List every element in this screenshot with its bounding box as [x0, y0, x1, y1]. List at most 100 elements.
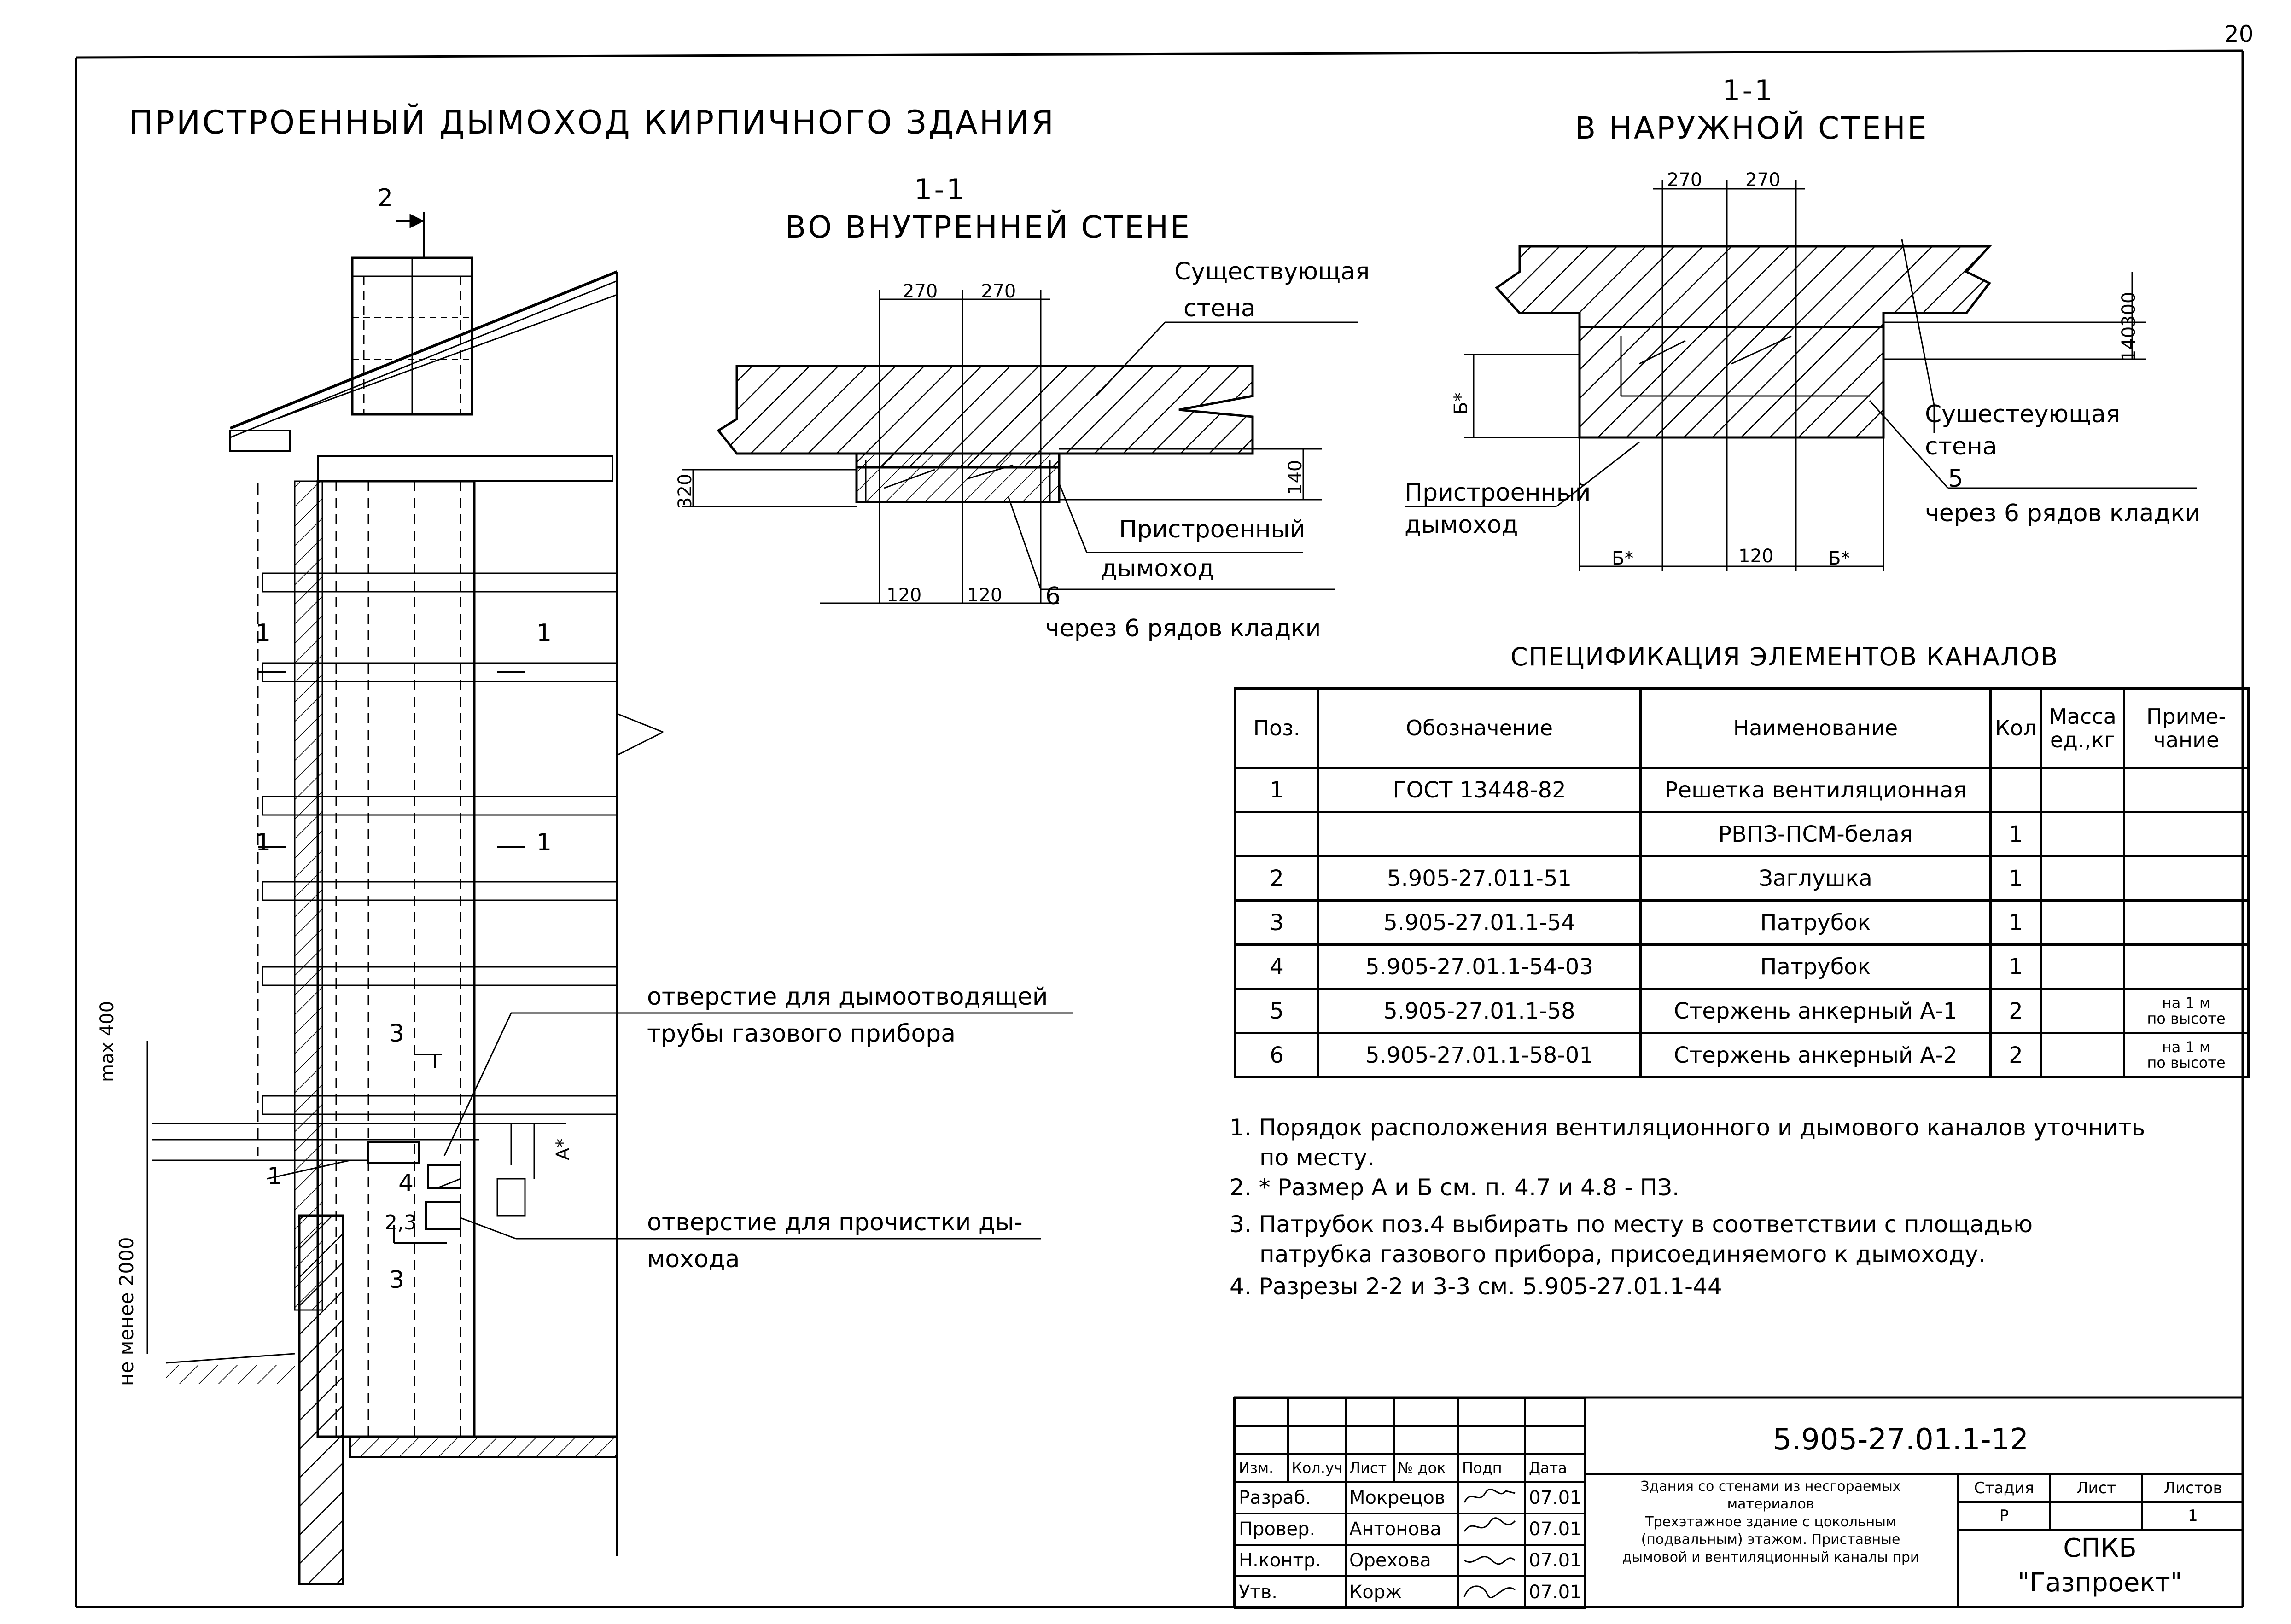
outer-dim-b-left: Б* — [1612, 548, 1634, 569]
spec-cell-name: Решетка вентиляционная — [1639, 767, 1992, 813]
tb-signature — [1457, 1575, 1526, 1609]
spec-cell-pos: 4 — [1234, 943, 1319, 990]
inner-section-number: 1-1 — [914, 173, 967, 206]
tb-sheet-label: Лист — [2049, 1473, 2143, 1503]
tb-date: 07.01 — [1524, 1481, 1586, 1514]
note-1-cont: по месту. — [1259, 1144, 1375, 1171]
desc-line-4: (подвальным) этажом. Приставные — [1641, 1531, 1900, 1548]
spec-cell-note-line2: по высоте — [2147, 1009, 2226, 1027]
spec-cell-note-line1: на 1 м — [2162, 1038, 2211, 1056]
spec-cell-mass — [2040, 899, 2125, 946]
signature-icon — [1463, 1489, 1516, 1503]
spec-cell-designation: 5.905-27.011-51 — [1317, 855, 1642, 902]
spec-cell-name: Заглушка — [1639, 855, 1992, 902]
spec-cell-mass — [2040, 767, 2125, 813]
inner-section-title: ВО ВНУТРЕННЕЙ СТЕНЕ — [785, 210, 1191, 245]
tb-signature — [1457, 1544, 1526, 1577]
spec-cell-qty: 1 — [1989, 943, 2042, 990]
tb-date: 07.01 — [1524, 1513, 1586, 1546]
tb-stage-value: Р — [1957, 1501, 2051, 1531]
spec-cell-qty: 2 — [1989, 988, 2042, 1034]
spec-cell-qty — [1989, 767, 2042, 813]
spec-header-pos: Поз. — [1234, 687, 1319, 769]
spec-cell-note-line2: по высоте — [2147, 1054, 2226, 1071]
tb-name: Корж — [1345, 1575, 1459, 1609]
tb-header-izm: Изм. — [1234, 1453, 1289, 1483]
title-block-frame — [1233, 1396, 2243, 1607]
tb-person-row: Провер. Антонова 07.01 — [1234, 1513, 1586, 1546]
elevation-dim-min2000: не менее 2000 — [115, 1237, 138, 1386]
tb-name: Антонова — [1345, 1513, 1459, 1546]
spec-cell-mass — [2040, 1032, 2125, 1078]
code-divider — [1584, 1473, 2243, 1475]
inner-dim-270-left: 270 — [903, 281, 938, 302]
organization-name: СПКБ — [2063, 1533, 2137, 1563]
outer-section-title: В НАРУЖНОЙ СТЕНЕ — [1575, 111, 1929, 146]
tb-date: 07.01 — [1524, 1575, 1586, 1609]
inner-label-wall-line2: стена — [1183, 295, 1256, 322]
tb-role: Утв. — [1234, 1575, 1347, 1609]
elevation-pos-4: 4 — [398, 1170, 414, 1197]
spec-header-name: Наименование — [1639, 687, 1992, 769]
spec-header-qty: Кол — [1989, 687, 2042, 769]
spec-cell-name: Патрубок — [1639, 899, 1992, 946]
desc-line-5: дымовой и вентиляционный каналы при — [1622, 1549, 1919, 1566]
spec-cell-pos — [1234, 811, 1319, 857]
signature-icon — [1464, 1556, 1516, 1565]
tb-header-kol: Кол.уч — [1287, 1453, 1347, 1483]
spec-cell-note — [2123, 899, 2250, 946]
tb-stage-label: Стадия — [1957, 1473, 2051, 1503]
main-title: ПРИСТРОЕННЫЙ ДЫМОХОД КИРПИЧНОГО ЗДАНИЯ — [129, 104, 1056, 141]
spec-row: РВПЗ-ПСМ-белая 1 — [1234, 811, 2250, 857]
signature-icon — [1463, 1585, 1516, 1598]
note-3: 3. Патрубок поз.4 выбирать по месту в со… — [1230, 1211, 2033, 1238]
elevation-section-1-left-lower: 1 — [256, 829, 271, 856]
tb-person-row: Н.контр. Орехова 07.01 — [1234, 1544, 1586, 1577]
callout-cleaning-hole-line2: мохода — [647, 1246, 740, 1273]
inner-label-chimney-line2: дымоход — [1101, 555, 1214, 582]
outer-label-wall: Сушестеующая — [1925, 401, 2121, 428]
tb-header-podp: Подп — [1457, 1453, 1526, 1483]
title-block-header-row: Изм. Кол.уч Лист № док Подп Дата — [1234, 1453, 1586, 1483]
spec-cell-designation: 5.905-27.01.1-54 — [1317, 899, 1642, 946]
tb-person-row: Разраб. Мокрецов 07.01 — [1234, 1481, 1586, 1514]
elevation-section-3-lower: 3 — [389, 1266, 405, 1294]
callout-cleaning-hole: отверстие для прочистки ды- — [647, 1209, 1023, 1236]
spec-row: 4 5.905-27.01.1-54-03 Патрубок 1 — [1234, 943, 2250, 990]
inner-label-wall: Существующая — [1174, 258, 1370, 285]
tb-header-list: Лист — [1345, 1453, 1395, 1483]
spec-header-note-line2: чание — [2153, 727, 2220, 752]
spec-cell-note — [2123, 811, 2250, 857]
spec-cell-mass — [2040, 855, 2125, 902]
outer-dim-120: 120 — [1738, 546, 1774, 567]
note-1: 1. Порядок расположения вентиляционного … — [1230, 1114, 2145, 1141]
tb-role: Разраб. — [1234, 1481, 1347, 1514]
elevation-section-1-right-lower: 1 — [536, 829, 552, 856]
inner-dim-140: 140 — [1285, 460, 1306, 495]
spec-cell-name: РВПЗ-ПСМ-белая — [1639, 811, 1992, 857]
callout-flue-hole: отверстие для дымоотводящей — [647, 983, 1048, 1011]
title-block-signatures: Изм. Кол.уч Лист № док Подп Дата Разраб.… — [1234, 1397, 1586, 1609]
outer-label-wall-line2: стена — [1925, 433, 1997, 460]
elevation-dim-a: A* — [553, 1138, 574, 1160]
spec-header-mass-line2: ед.,кг — [2050, 727, 2116, 752]
tb-sheet-value — [2049, 1501, 2143, 1531]
spec-cell-pos: 2 — [1234, 855, 1319, 902]
desc-divider — [1957, 1473, 1959, 1607]
spec-cell-note-line1: на 1 м — [2162, 994, 2211, 1012]
spec-cell-pos: 3 — [1234, 899, 1319, 946]
outer-section-number: 1-1 — [1722, 74, 1775, 107]
spec-cell-designation: 5.905-27.01.1-58 — [1317, 988, 1642, 1034]
tb-signature — [1457, 1481, 1526, 1514]
spec-cell-name: Патрубок — [1639, 943, 1992, 990]
spec-row: 3 5.905-27.01.1-54 Патрубок 1 — [1234, 899, 2250, 946]
outer-dim-300: 300 — [2118, 291, 2139, 327]
spec-cell-pos: 1 — [1234, 767, 1319, 813]
spec-cell-designation: ГОСТ 13448-82 — [1317, 767, 1642, 813]
spec-cell-pos: 6 — [1234, 1032, 1319, 1078]
